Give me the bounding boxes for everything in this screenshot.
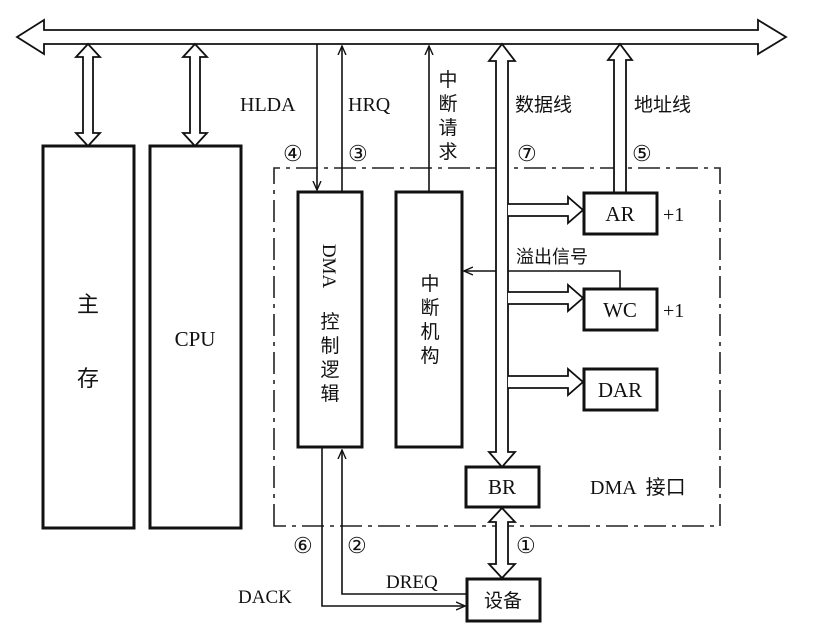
dreq-label: DREQ [386, 572, 438, 593]
overflow-signal-label: 溢出信号 [516, 247, 588, 268]
wc-increment: +1 [663, 300, 684, 322]
dma-control-label-prefix: DMA [318, 244, 339, 289]
wc-label: WC [603, 298, 637, 322]
step-6: ⑥ [293, 533, 313, 558]
dack-line [321, 447, 465, 606]
dar-register [582, 367, 659, 412]
dma-control-label-1: 控 [320, 311, 339, 333]
data-to-dar [508, 367, 585, 397]
main-memory-label-2: 存 [77, 367, 99, 392]
step-7: ⑦ [517, 141, 537, 166]
overflow-signal-line [508, 270, 621, 290]
step-2: ② [347, 533, 367, 558]
step-5: ⑤ [632, 141, 652, 166]
ar-register [582, 191, 659, 236]
cpu-bus-connector [180, 42, 210, 148]
hlda-label: HLDA [240, 94, 296, 116]
device-label: 设备 [484, 590, 522, 612]
step-1: ① [516, 533, 536, 558]
interrupt-mechanism-label-2: 断 [420, 297, 439, 319]
dar-label: DAR [598, 378, 642, 402]
interrupt-request-label-2: 断 [438, 93, 457, 115]
data-line-bus [487, 42, 517, 469]
dma-control-logic-block [296, 190, 364, 449]
interrupt-mechanism-label-1: 中 [420, 273, 439, 295]
dma-control-label-4: 辑 [320, 383, 339, 405]
device-block [465, 577, 542, 623]
memory-bus-connector [73, 42, 103, 148]
interrupt-mechanism-block [394, 190, 464, 449]
address-line-label: 地址线 [634, 94, 691, 116]
address-line-bus [606, 42, 634, 194]
main-memory-block [41, 144, 136, 530]
main-memory-label-1: 主 [77, 293, 99, 318]
step-3: ③ [348, 141, 368, 166]
br-device-connector [486, 506, 518, 580]
interrupt-request-label-1: 中 [438, 69, 457, 91]
dma-control-label-3: 逻 [320, 359, 339, 381]
interrupt-mechanism-label-3: 机 [420, 321, 439, 343]
wc-register [582, 287, 659, 332]
data-to-wc [508, 283, 585, 313]
ar-increment: +1 [663, 204, 684, 226]
data-to-ar [508, 195, 585, 225]
br-register [464, 465, 541, 509]
interrupt-request-label-4: 求 [438, 141, 457, 163]
cpu-label: CPU [175, 327, 216, 351]
dma-interface-label: DMA 接口 [590, 476, 686, 499]
dma-control-label-2: 制 [320, 335, 339, 357]
system-bus [15, 18, 788, 56]
dma-interface-boundary [273, 167, 721, 527]
dack-label: DACK [238, 587, 292, 608]
ar-label: AR [605, 202, 634, 226]
interrupt-mechanism-label-4: 构 [420, 345, 439, 367]
hrq-label: HRQ [348, 94, 391, 116]
step-4: ④ [283, 141, 303, 166]
cpu-block [148, 144, 243, 530]
dreq-line [342, 450, 467, 595]
interrupt-request-label-3: 请 [438, 117, 457, 139]
br-label: BR [488, 475, 516, 499]
data-line-label: 数据线 [515, 94, 572, 116]
